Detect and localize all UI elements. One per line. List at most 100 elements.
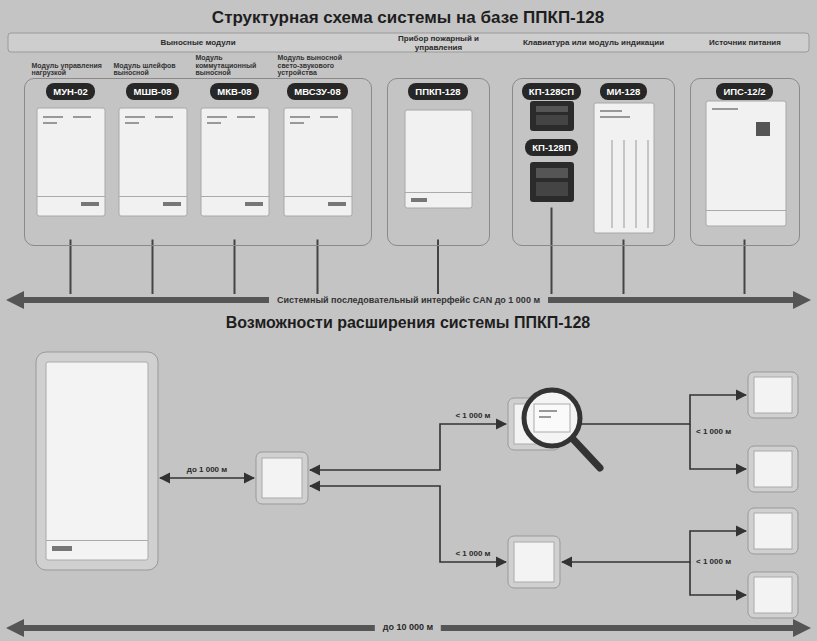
device-frame: [748, 446, 798, 492]
device-mark: [73, 116, 91, 118]
link-line: [690, 424, 746, 469]
device-logo: [411, 198, 427, 202]
module-housing: [754, 377, 792, 413]
keypad-body: [530, 162, 574, 202]
device-housing: [37, 108, 105, 216]
module-label: ППКП-128: [408, 83, 467, 100]
device-housing: [119, 108, 187, 216]
group-heading: Клавиатура или модуль индикации: [513, 34, 674, 53]
span-arrow-head: [6, 619, 24, 637]
magnifier-glass: [524, 390, 580, 446]
bus-tap-line: [744, 240, 746, 295]
group-heading: Источник питания: [691, 34, 799, 53]
device-frame: [748, 572, 798, 618]
indicator-housing: [594, 103, 654, 233]
module-caption: Модуль коммутационный выносной: [196, 54, 274, 76]
module-label: ИПС-12/2: [716, 83, 772, 100]
device-mark: [290, 122, 304, 124]
device-mark: [290, 116, 310, 118]
module-caption: Модуль выносной свето-звукового устройст…: [278, 54, 356, 76]
can-bus: Системный последовательный интерфейс CAN…: [8, 294, 809, 306]
module-group: ППКП-128Прибор пожарный и управления: [387, 78, 490, 246]
bus-tap-line: [70, 240, 72, 295]
device-logo: [81, 202, 99, 206]
module-column: Модуль выносной свето-звукового устройст…: [276, 82, 360, 240]
bus-arrow-head: [793, 291, 811, 309]
indicator-column: [636, 140, 637, 228]
device-frame: [256, 452, 308, 504]
bus-tap-line: [317, 240, 319, 295]
link-line: [690, 562, 746, 595]
module-housing: [754, 513, 792, 549]
module-column: Модуль коммутационный выноснойМКВ-08: [194, 82, 276, 240]
module-group: КП-128СПМИ-128КП-128ПКлавиатура или моду…: [512, 78, 675, 246]
psu-code: [756, 122, 770, 136]
bus-tap-line: [551, 208, 553, 295]
indicator-column: [624, 140, 625, 228]
distance-label: < 1 000 м: [696, 557, 731, 567]
module-column: ППКП-128: [391, 82, 486, 240]
module-housing: [754, 451, 792, 487]
module-group: ИПС-12/2Источник питания: [690, 78, 800, 246]
span-arrow-head: [793, 619, 811, 637]
link-line: [310, 486, 506, 562]
device-seam: [706, 210, 786, 211]
module-housing: [754, 577, 792, 613]
bus-tap-line: [437, 240, 439, 295]
distance-label: до 1 000 м: [187, 465, 227, 475]
device-mark: [125, 122, 139, 124]
keypad-display: [536, 168, 568, 178]
module-caption: Модуль шлейфов выносной: [114, 62, 192, 77]
link-line: [562, 395, 746, 424]
device-mark: [539, 410, 557, 412]
module-label: КП-128СП: [522, 83, 581, 100]
indicator-column: [648, 140, 649, 228]
keypad-keys: [536, 115, 568, 125]
device-housing: [201, 108, 269, 216]
device-frame: [36, 352, 158, 570]
device-frame: [508, 536, 560, 588]
indicator-column: [612, 140, 613, 228]
psu-housing: [706, 101, 786, 226]
bus-tap-line: [623, 240, 625, 295]
device-mark: [712, 108, 738, 110]
device-mark: [600, 116, 630, 118]
device-housing: [284, 108, 352, 216]
module-column: МИ-128: [584, 82, 664, 240]
link-line: [310, 424, 506, 470]
panel-housing: [405, 110, 472, 208]
group-heading: Прибор пожарный и управления: [388, 34, 489, 53]
device-mark: [155, 116, 173, 118]
keypad-keys: [536, 182, 568, 196]
module-column: КП-128СП: [516, 82, 588, 136]
device-logo: [328, 202, 346, 206]
device-frame: [748, 372, 798, 418]
group-heading: Выносные модули: [25, 34, 371, 53]
module-column: Модуль шлейфов выноснойМШВ-08: [112, 82, 194, 240]
link-line: [160, 477, 254, 479]
bus-tap-line: [152, 240, 154, 295]
device-mark: [43, 122, 57, 124]
module-housing: [262, 458, 302, 498]
device-logo: [245, 202, 263, 206]
module-label: МКВ-08: [210, 83, 258, 100]
module-label: МУН-02: [46, 83, 94, 100]
span-label: до 10 000 м: [375, 622, 441, 633]
device-seam: [46, 540, 148, 541]
module-label: МШВ-08: [126, 83, 178, 100]
module-housing: [514, 542, 554, 582]
device-mark: [207, 122, 221, 124]
keypad-display: [536, 106, 568, 112]
bus-tap-line: [234, 240, 236, 295]
device-mark: [320, 116, 338, 118]
section-heading: Возможности расширения системы ППКП-128: [226, 313, 591, 332]
bus-arrow-head: [6, 291, 24, 309]
bus-label: Системный последовательный интерфейс CAN…: [269, 294, 548, 306]
device-seam: [201, 196, 269, 197]
module-column: КП-128П: [516, 138, 588, 208]
keypad-body: [530, 101, 574, 131]
device-mark: [237, 116, 255, 118]
module-label: МИ-128: [600, 83, 648, 100]
header-band: [8, 33, 809, 52]
